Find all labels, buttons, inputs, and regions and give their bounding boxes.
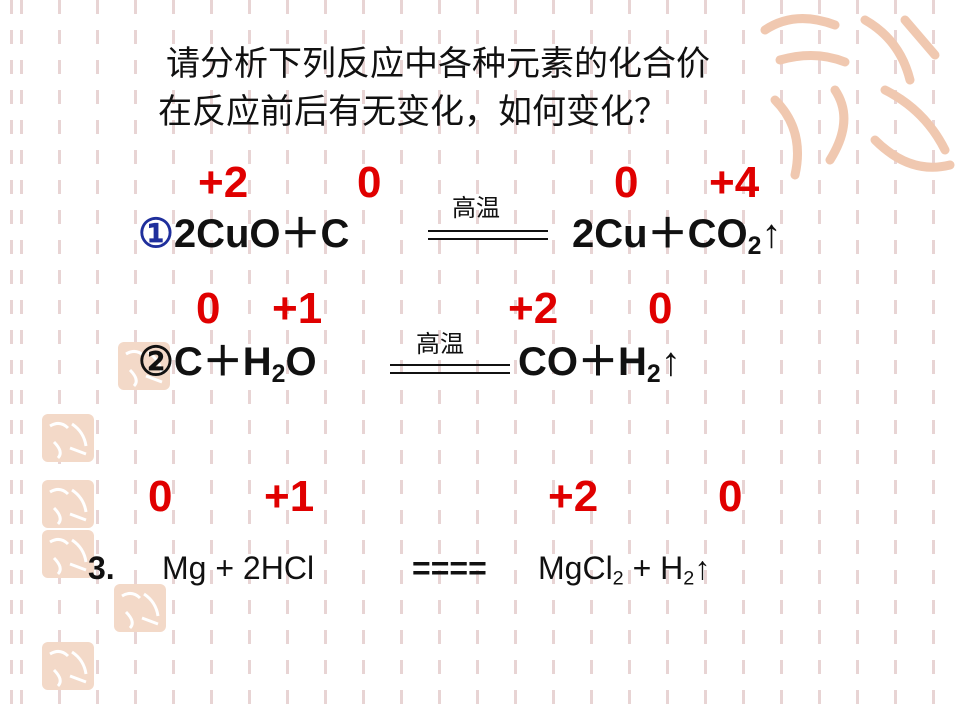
- question-line-1: 请分析下列反应中各种元素的化合价: [166, 44, 710, 84]
- gas-arrow-icon: ↑: [660, 340, 681, 384]
- reaction-2-product-b-subscript: 2: [646, 360, 661, 388]
- valence-c-product: +4: [709, 158, 760, 207]
- seal-watermark: [760, 14, 955, 180]
- valence-mg-reactant-3: 0: [148, 472, 173, 521]
- reaction-3-product-b: H: [660, 550, 684, 586]
- valence-c-reactant: 0: [357, 158, 382, 207]
- reaction-1-condition: 高温: [452, 194, 500, 222]
- valence-h-reactant-2: +1: [272, 284, 323, 333]
- reaction-2-right: CO＋H2↑: [518, 338, 681, 388]
- reaction-2-equals-sign: [390, 364, 510, 374]
- reaction-1-product-a: 2Cu: [572, 212, 648, 256]
- reaction-1-left: ①2CuO＋C: [138, 210, 349, 258]
- seal-small-2: [42, 480, 94, 528]
- reaction-1-reactant-b: C: [320, 212, 350, 256]
- valence-c-reactant-2: 0: [196, 284, 221, 333]
- reaction-2-condition: 高温: [416, 330, 464, 358]
- reaction-3-product-a: MgCl: [538, 550, 613, 586]
- reaction-2-plus-a: ＋: [202, 340, 243, 384]
- reaction-2-reactant-b-pre: H: [242, 340, 272, 384]
- reaction-2-product-a: CO: [518, 340, 578, 384]
- valence-cu-product: 0: [614, 158, 639, 207]
- reaction-1-equals-sign: [428, 230, 548, 240]
- reaction-3-reactants: Mg + 2HCl: [162, 550, 315, 586]
- gas-arrow-icon: ↑: [694, 550, 711, 586]
- valence-h-product-2: 0: [648, 284, 673, 333]
- reaction-3-product-b-subscript: 2: [683, 567, 695, 590]
- seal-small-4: [114, 584, 166, 632]
- gas-arrow-icon: ↑: [761, 212, 782, 256]
- reaction-1-product-b: CO: [687, 212, 748, 256]
- seal-small-3: [42, 530, 94, 578]
- seal-small-5: [42, 642, 94, 690]
- valence-cu-reactant: +2: [198, 158, 249, 207]
- reaction-1-plus-a: ＋: [280, 212, 321, 256]
- valence-c-product-2: +2: [508, 284, 559, 333]
- reaction-2-reactant-b-post: O: [285, 340, 317, 384]
- reaction-3-equals: ====: [412, 550, 487, 586]
- reaction-3-products: MgCl2 + H2↑: [538, 548, 710, 588]
- reaction-2-product-b: H: [618, 340, 647, 384]
- reaction-1-marker: ①: [138, 212, 174, 256]
- reaction-2-reactant-a: C: [173, 340, 203, 384]
- valence-h-reactant-3: +1: [264, 472, 315, 521]
- reaction-2-reactant-b-subscript: 2: [271, 360, 286, 388]
- reaction-1-reactant-a: 2CuO: [173, 212, 281, 256]
- reaction-2-plus-b: ＋: [578, 340, 618, 384]
- reaction-3-number: 3.: [88, 550, 115, 586]
- reaction-3-plus: +: [632, 550, 652, 586]
- seal-small-1: [42, 414, 94, 462]
- valence-h-product-3: 0: [718, 472, 743, 521]
- reaction-2-left: ②C＋H2O: [138, 338, 317, 388]
- reaction-1-product-b-subscript: 2: [747, 232, 762, 260]
- reaction-2-marker: ②: [138, 340, 174, 384]
- reaction-1-plus-b: ＋: [647, 212, 688, 256]
- reaction-1-right: 2Cu＋CO2↑: [572, 210, 782, 260]
- reaction-3-product-a-subscript: 2: [612, 567, 624, 590]
- question-line-2: 在反应前后有无变化，如何变化？: [158, 92, 668, 132]
- valence-mg-product-3: +2: [548, 472, 599, 521]
- seal-small-6: [118, 342, 170, 390]
